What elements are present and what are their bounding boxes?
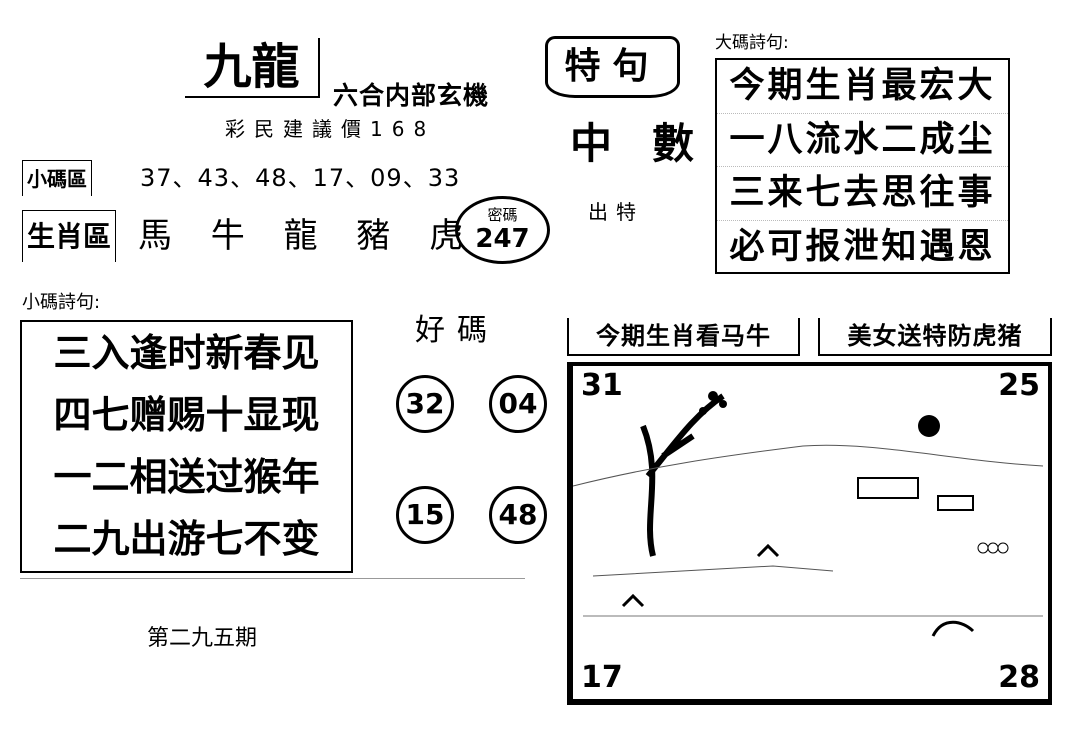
- poem-line: 二九出游七不变: [53, 517, 320, 561]
- corner-number: 25: [998, 368, 1040, 403]
- poem-line: 四七赠赐十显现: [53, 393, 320, 437]
- small-poem-box: 三入逢时新春见 四七赠赐十显现 一二相送过猴年 二九出游七不变: [20, 320, 353, 573]
- corner-number: 28: [998, 660, 1040, 695]
- small-numbers-label: 小碼區: [22, 160, 92, 196]
- corner-number: 17: [581, 660, 623, 695]
- number-ball: 32: [396, 375, 454, 433]
- poem-line: 今期生肖最宏大: [717, 60, 1008, 114]
- price-text: 彩民建議價168: [225, 117, 436, 141]
- number-ball: 04: [489, 375, 547, 433]
- caption-left: 今期生肖看马牛: [567, 318, 800, 356]
- zodiac-values: 馬 牛 龍 豬 虎: [138, 216, 478, 256]
- secret-code-value: 247: [475, 224, 530, 254]
- special-middle: 中數: [570, 119, 735, 168]
- special-banner: 特句: [545, 36, 680, 98]
- small-poem-label: 小碼詩句:: [22, 292, 101, 313]
- special-note: 出特: [588, 200, 644, 224]
- secret-code-bubble: 密碼 247: [455, 196, 550, 264]
- poem-line: 三入逢时新春见: [53, 331, 320, 375]
- big-poem-box: 今期生肖最宏大 一八流水二成尘 三来七去思往事 必可报泄知遇恩: [715, 58, 1010, 274]
- landscape-drawing: [573, 391, 1044, 637]
- secret-code-label: 密碼: [487, 206, 518, 224]
- riddle-picture: 31 25 17 28: [567, 362, 1052, 705]
- zodiac-label: 生肖區: [22, 210, 117, 262]
- caption-right: 美女送特防虎猪: [818, 318, 1052, 356]
- number-ball: 15: [396, 486, 454, 544]
- subtitle: 六合内部玄機: [333, 81, 490, 110]
- divider: [20, 578, 525, 579]
- good-numbers-label: 好碼: [415, 313, 499, 348]
- number-ball: 48: [489, 486, 547, 544]
- period-number: 第二九五期: [147, 626, 258, 651]
- poem-line: 一八流水二成尘: [717, 114, 1008, 167]
- big-poem-label: 大碼詩句:: [715, 33, 789, 53]
- small-numbers-values: 37、43、48、17、09、33: [140, 164, 461, 192]
- corner-number: 31: [581, 368, 623, 403]
- poem-line: 一二相送过猴年: [53, 455, 320, 499]
- poem-line: 三来七去思往事: [717, 167, 1008, 221]
- poem-line: 必可报泄知遇恩: [729, 226, 996, 267]
- title-logo: 九龍: [185, 38, 320, 98]
